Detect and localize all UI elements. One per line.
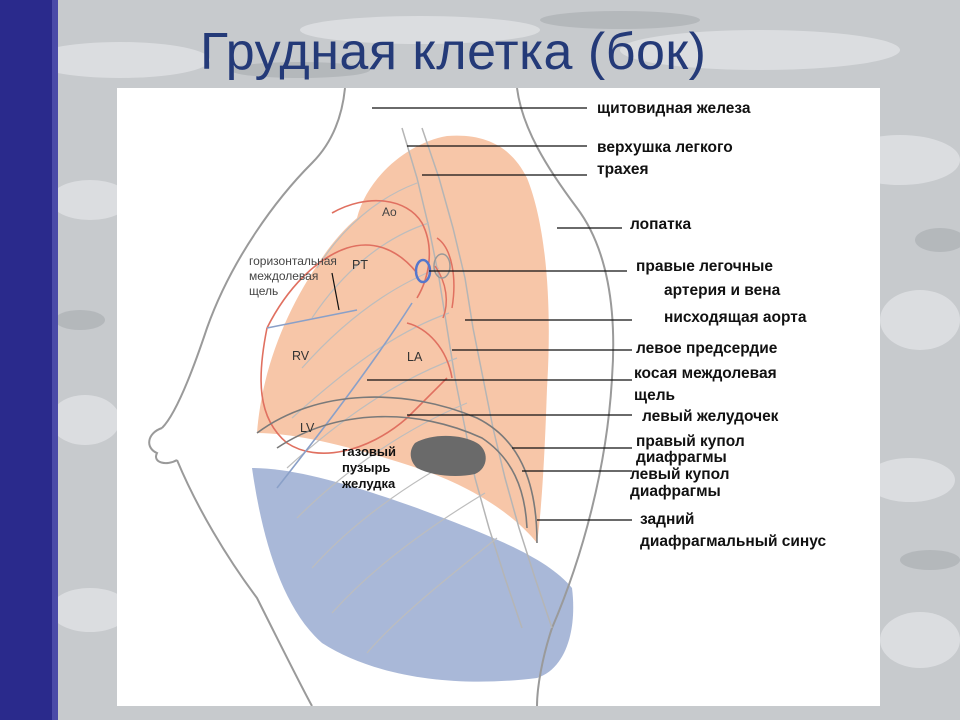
lung-apex-label: верхушка легкого xyxy=(597,139,733,156)
left-dome-label-2: диафрагмы xyxy=(630,483,721,500)
horizontal-fissure-label-3: щель xyxy=(249,284,278,298)
horizontal-fissure-label-1: горизонтальная xyxy=(249,254,337,268)
la-label: LA xyxy=(407,350,423,364)
descending-aorta-label: нисходящая аорта xyxy=(664,309,807,326)
ao-label: Ao xyxy=(382,205,397,219)
oblique-fissure-label-1: косая междолевая xyxy=(634,365,777,382)
horizontal-fissure-pointer xyxy=(331,272,340,311)
diagram-panel: Ao PT RV LA LV горизонтальная междолевая… xyxy=(117,87,880,707)
gas-bubble-label-3: желудка xyxy=(341,476,396,491)
gas-bubble-label-2: пузырь xyxy=(342,460,390,475)
lung-field xyxy=(257,135,549,544)
posterior-sinus-label-2: диафрагмальный синус xyxy=(640,533,827,550)
right-dome-label-2: диафрагмы xyxy=(636,449,727,466)
left-accent-bar xyxy=(0,0,52,720)
gas-bubble-label-1: газовый xyxy=(342,444,396,459)
left-atrium-label: левое предсердие xyxy=(636,340,778,357)
fissures xyxy=(266,302,413,489)
body-outline xyxy=(148,87,615,707)
slide-title: Грудная клетка (бок) xyxy=(200,23,707,81)
right-dome-label-1: правый купол xyxy=(636,433,745,450)
spine xyxy=(401,127,553,629)
ribs xyxy=(286,182,498,654)
left-dome-label-1: левый купол xyxy=(630,466,730,483)
horizontal-fissure-label-2: междолевая xyxy=(249,269,318,283)
chest-lateral-diagram: Ao PT RV LA LV горизонтальная междолевая… xyxy=(148,87,827,707)
pt-label: PT xyxy=(352,258,368,272)
heart-outline xyxy=(260,199,453,454)
lv-label: LV xyxy=(300,421,315,435)
descending-aorta-ring xyxy=(433,253,451,279)
abdomen-region xyxy=(252,468,574,682)
pulmonary-label-2: артерия и вена xyxy=(664,282,781,299)
rv-label: RV xyxy=(292,349,310,363)
left-ventricle-label: левый желудочек xyxy=(642,408,779,425)
pulmonary-label-1: правые легочные xyxy=(636,258,773,275)
thyroid-label: щитовидная железа xyxy=(597,100,751,117)
trachea-label: трахея xyxy=(597,161,649,178)
posterior-sinus-label-1: задний xyxy=(640,511,694,528)
left-accent-bar-edge xyxy=(52,0,58,720)
oblique-fissure-label-2: щель xyxy=(634,387,675,404)
scapula-label: лопатка xyxy=(630,216,691,233)
stomach-gas-bubble xyxy=(410,435,486,476)
leader-lines xyxy=(367,107,632,521)
